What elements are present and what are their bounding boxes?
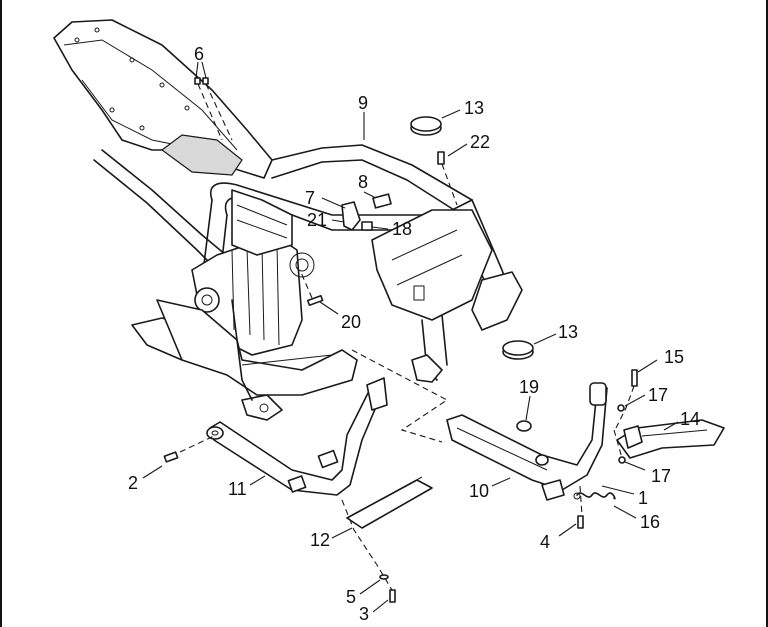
callout-16: 16 bbox=[640, 512, 660, 532]
callout-13-bottom: 13 bbox=[558, 322, 578, 342]
callout-13-top: 13 bbox=[464, 98, 484, 118]
callout-20: 20 bbox=[341, 312, 361, 332]
frame-rear-section bbox=[371, 209, 523, 383]
callout-17-bottom: 17 bbox=[651, 466, 671, 486]
callout-1: 1 bbox=[638, 488, 648, 508]
part-12-plate bbox=[346, 476, 433, 529]
callout-14: 14 bbox=[680, 409, 700, 429]
callout-22: 22 bbox=[470, 132, 490, 152]
callout-8: 8 bbox=[358, 172, 368, 192]
callout-19: 19 bbox=[519, 377, 539, 397]
callout-3: 3 bbox=[359, 604, 369, 624]
callout-9: 9 bbox=[358, 93, 368, 113]
callout-11: 11 bbox=[228, 479, 247, 499]
callout-12: 12 bbox=[310, 530, 330, 550]
frame-backbone bbox=[53, 19, 273, 179]
callout-labels: 1 2 3 4 5 6 7 8 9 10 11 12 13 13 14 15 1… bbox=[128, 44, 700, 624]
frame-lower-mount bbox=[131, 299, 358, 421]
callout-21: 21 bbox=[307, 210, 327, 230]
callout-18: 18 bbox=[392, 219, 412, 239]
part-10-rail bbox=[446, 382, 608, 501]
part-11-cross-member bbox=[206, 377, 388, 496]
leader-lines bbox=[142, 61, 679, 613]
part-14-kickstand bbox=[616, 419, 725, 459]
assembly-lines bbox=[179, 83, 635, 591]
callout-6: 6 bbox=[194, 44, 204, 64]
callout-4: 4 bbox=[540, 532, 550, 552]
part-16-spring bbox=[573, 492, 616, 500]
callout-7: 7 bbox=[305, 188, 315, 208]
callout-10: 10 bbox=[469, 481, 489, 501]
callout-15: 15 bbox=[664, 347, 684, 367]
callout-2: 2 bbox=[128, 473, 138, 493]
callout-17-top: 17 bbox=[648, 385, 668, 405]
callout-5: 5 bbox=[346, 587, 356, 607]
